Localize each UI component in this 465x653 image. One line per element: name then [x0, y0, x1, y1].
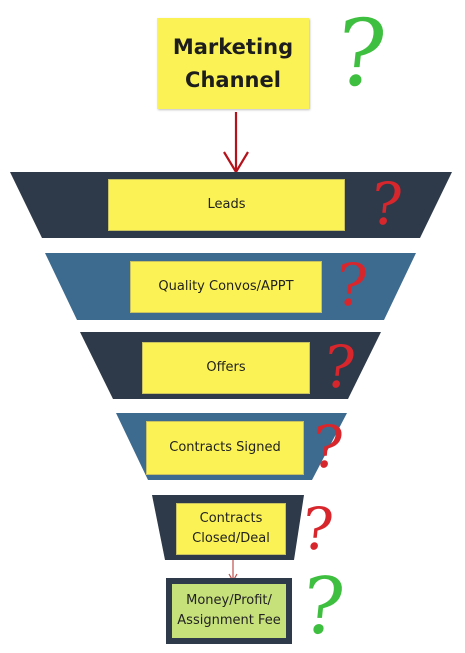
question-mark-quality-convos: ?	[332, 251, 371, 319]
question-mark-offers: ?	[320, 333, 359, 401]
stage-box-contracts-closed: Contracts Closed/Deal	[176, 503, 286, 555]
question-mark-leads: ?	[367, 170, 406, 238]
stage-label-leads: Leads	[207, 197, 246, 212]
stage-label-quality-convos: Quality Convos/APPT	[158, 279, 294, 294]
question-mark-contracts-signed: ?	[308, 413, 347, 481]
stage-box-offers: Offers	[142, 342, 310, 394]
stage-label-contracts-closed: Contracts Closed/Deal	[192, 511, 270, 546]
stage-box-leads: Leads	[108, 179, 345, 231]
question-mark-top: ?	[330, 0, 392, 107]
money-profit-box: Money/Profit/ Assignment Fee	[172, 584, 286, 638]
marketing-channel-box: Marketing Channel	[157, 18, 309, 109]
stage-label-offers: Offers	[206, 360, 246, 375]
stage-box-contracts-signed: Contracts Signed	[146, 421, 304, 475]
stage-label-contracts-signed: Contracts Signed	[169, 440, 281, 455]
question-mark-money: ?	[297, 562, 349, 652]
money-profit-label: Money/Profit/ Assignment Fee	[177, 593, 281, 628]
stage-box-quality-convos: Quality Convos/APPT	[130, 261, 322, 313]
marketing-channel-label: Marketing Channel	[172, 34, 294, 92]
question-mark-contracts-closed: ?	[298, 495, 337, 563]
